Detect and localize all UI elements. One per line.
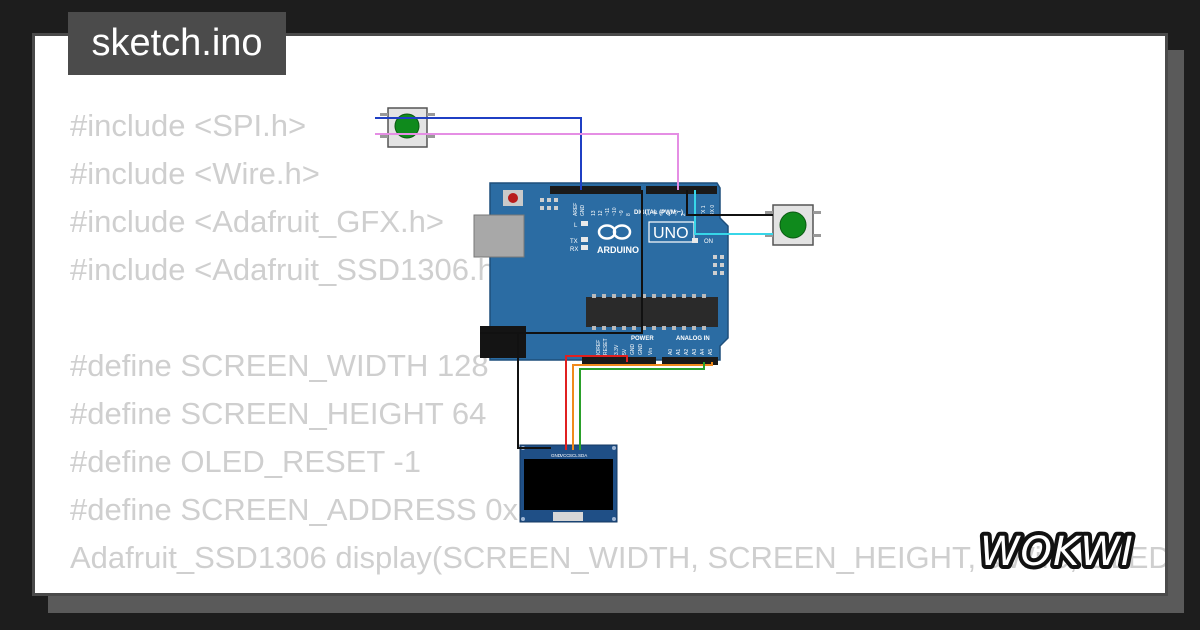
code-line: #include <SPI.h> xyxy=(70,108,307,143)
pin-label: IOREF xyxy=(596,340,602,355)
pin-label: 3.3V xyxy=(614,344,620,355)
pin-label: 8 xyxy=(626,213,632,216)
pin-label: ~10 xyxy=(612,207,618,216)
wire-pink[interactable] xyxy=(375,133,679,190)
oled-pin-label: SDA xyxy=(578,453,587,458)
analog-header xyxy=(662,357,718,365)
pin-label: GND xyxy=(630,344,636,356)
wire-blue[interactable] xyxy=(375,117,582,190)
arduino-logo xyxy=(597,224,632,240)
pin-label: A0 xyxy=(668,349,674,355)
code-line: #include <Adafruit_SSD1306.h> xyxy=(70,252,513,287)
wire-orange[interactable] xyxy=(572,362,713,450)
wire-cyan[interactable] xyxy=(694,190,773,235)
code-line: #define SCREEN_HEIGHT 64 xyxy=(70,396,487,431)
wokwi-logo: WOKWI WOKWI xyxy=(976,525,1150,579)
wire-black-gnd[interactable] xyxy=(480,190,643,334)
pin-label: 5V xyxy=(622,348,628,355)
oled-ribbon xyxy=(553,512,583,521)
code-line: #include <Adafruit_GFX.h> xyxy=(70,204,444,239)
pin-label: ~11 xyxy=(605,208,611,216)
brand-label: ARDUINO xyxy=(597,245,639,255)
wokwi-logo-outline: WOKWI xyxy=(980,529,1134,575)
digital-header-left xyxy=(550,186,641,194)
on-led-label: ON xyxy=(704,239,713,245)
pin-label: A5 xyxy=(708,349,714,355)
code-line: #define OLED_RESET -1 xyxy=(70,444,421,479)
oled-pin-label: GND xyxy=(551,453,562,458)
power-label: POWER xyxy=(631,336,654,342)
pin-label: AREF xyxy=(573,203,579,216)
pin-label: ~6 xyxy=(653,210,659,216)
led-l-label: L xyxy=(574,223,578,229)
code-line: Adafruit_SSD1306 display(SCREEN_WIDTH, S… xyxy=(70,540,1165,575)
pin-label: 7 xyxy=(646,213,652,216)
led-tx-label: TX xyxy=(570,239,578,245)
oled-display[interactable]: GND VCC SCL SDA xyxy=(519,444,618,523)
oled-pin-label: VCC xyxy=(560,453,570,458)
code-line: #define SCREEN_WIDTH 128 xyxy=(70,348,489,383)
pin-label: ~3 xyxy=(674,210,680,216)
pin-label: RX 0 xyxy=(710,205,716,216)
pin-label: A1 xyxy=(676,349,682,355)
wire-black-oled-gnd[interactable] xyxy=(517,333,551,449)
power-jack xyxy=(480,326,526,358)
digital-header-right xyxy=(646,186,717,194)
push-button-1[interactable] xyxy=(380,107,435,148)
code-line: #include <Wire.h> xyxy=(70,156,320,191)
pin-label: RESET xyxy=(603,338,609,355)
pin-label: TX 1 xyxy=(701,205,707,216)
usb-port xyxy=(473,214,525,258)
led-rx-label: RX xyxy=(570,247,578,253)
pin-label: ~5 xyxy=(660,210,666,216)
model-label: UNO xyxy=(653,225,689,242)
code-preview: #include <SPI.h> #include <Wire.h> #incl… xyxy=(70,102,1165,582)
digital-label: DIGITAL (PWM ~) xyxy=(634,210,683,216)
oled-screen xyxy=(524,459,613,510)
wire-red[interactable] xyxy=(565,355,628,450)
pin-label: 4 xyxy=(667,213,673,216)
pin-label: GND xyxy=(638,344,644,356)
pin-label: ~9 xyxy=(619,210,625,216)
code-line: #define SCREEN_ADDRESS 0x3C xyxy=(70,492,558,527)
oled-pin-label: SCL xyxy=(569,453,578,458)
arduino-uno-board[interactable]: ARDUINO UNO DIGITAL (PWM ~) POWER ANALOG… xyxy=(473,182,729,365)
push-button-2[interactable] xyxy=(765,204,821,246)
pin-label: 12 xyxy=(598,210,604,216)
pin-label: 2 xyxy=(681,213,687,216)
wire-green[interactable] xyxy=(579,362,705,450)
pin-label: A4 xyxy=(700,349,706,355)
pin-label: Vin xyxy=(648,348,654,355)
sketch-title: sketch.ino xyxy=(68,12,286,75)
pin-label: 13 xyxy=(591,210,597,216)
atmega-chip xyxy=(586,297,718,327)
pin-label: A3 xyxy=(692,349,698,355)
pin-label: GND xyxy=(580,205,586,217)
wire-black-button[interactable] xyxy=(686,190,773,216)
wokwi-logo-text: WOKWI xyxy=(980,529,1134,575)
pin-label: A2 xyxy=(684,349,690,355)
power-header xyxy=(582,357,656,365)
reset-button-cap[interactable] xyxy=(508,193,518,203)
wires[interactable] xyxy=(375,117,773,450)
analog-label: ANALOG IN xyxy=(676,336,710,342)
